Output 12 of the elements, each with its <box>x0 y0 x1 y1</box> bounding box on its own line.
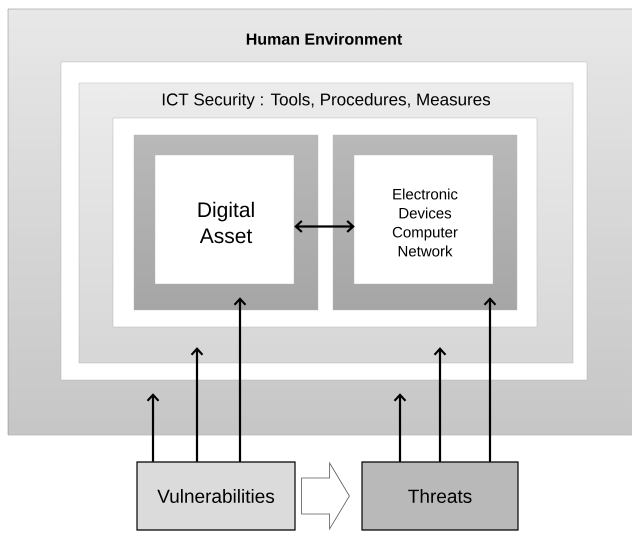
double-arrow <box>294 220 355 233</box>
process-box: Vulnerabilities <box>136 461 296 531</box>
process-box: Threats <box>361 461 519 531</box>
arrow <box>190 347 204 462</box>
arrow <box>234 297 246 462</box>
block-arrow <box>301 462 350 530</box>
arrow <box>146 393 160 462</box>
arrow <box>394 393 406 462</box>
frame-box: Digital Asset <box>134 134 318 310</box>
frame-box: Electronic Devices Computer Network <box>332 134 518 310</box>
arrow <box>484 297 496 462</box>
arrow <box>434 347 446 462</box>
